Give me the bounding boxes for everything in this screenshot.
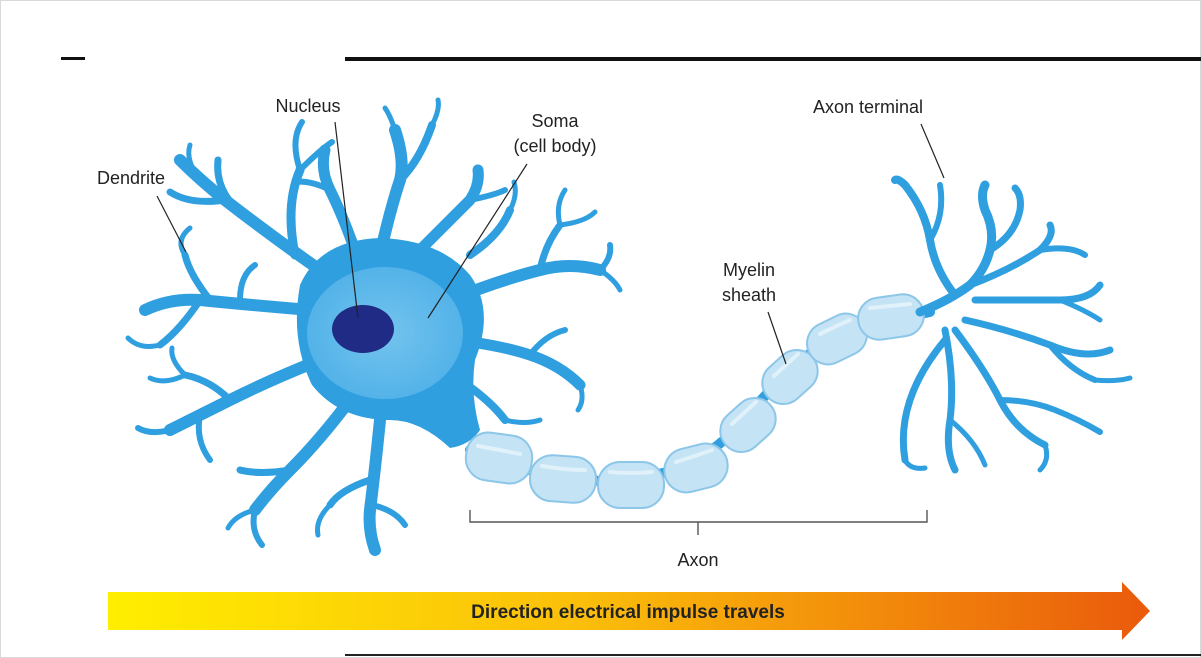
myelin-segments xyxy=(464,293,925,509)
direction-arrow-text: Direction electrical impulse travels xyxy=(471,602,785,623)
header-rule-short xyxy=(61,57,85,60)
label-axon-terminal: Axon terminal xyxy=(813,97,923,117)
direction-arrow: Direction electrical impulse travels xyxy=(108,582,1150,640)
leader-lines xyxy=(156,121,945,365)
label-cell-body: (cell body) xyxy=(513,136,596,156)
label-soma: Soma xyxy=(531,111,579,131)
label-sheath: sheath xyxy=(722,285,776,305)
footer-rule xyxy=(345,654,1201,656)
soma xyxy=(296,238,484,448)
nucleus-shape xyxy=(332,305,394,353)
label-dendrite: Dendrite xyxy=(97,168,165,188)
dendrites xyxy=(125,97,623,556)
label-nucleus: Nucleus xyxy=(275,96,340,116)
label-myelin: Myelin xyxy=(723,260,775,280)
axon-terminal-branches xyxy=(891,175,1133,474)
header-rule-long xyxy=(345,57,1201,61)
label-axon: Axon xyxy=(677,550,718,570)
axon-bracket xyxy=(469,510,928,535)
